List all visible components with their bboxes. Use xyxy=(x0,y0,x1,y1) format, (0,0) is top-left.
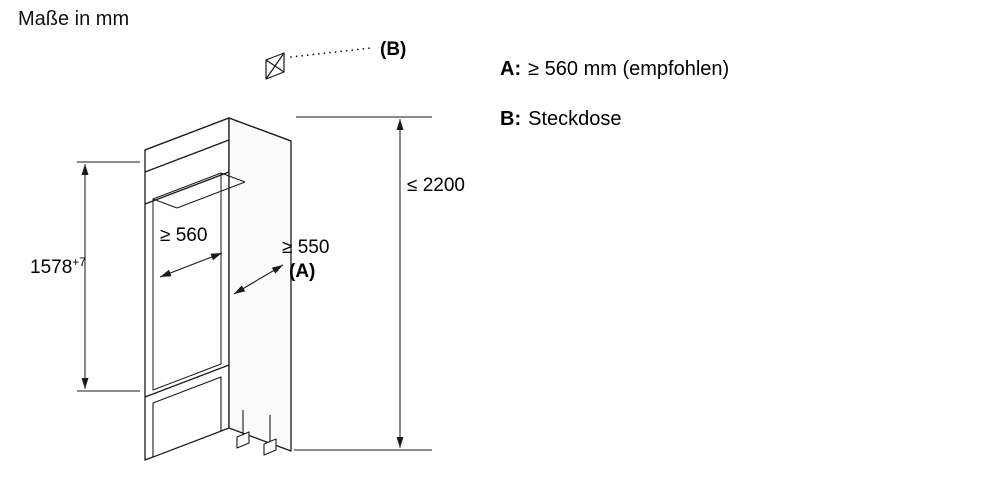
max-height-dimension xyxy=(294,116,432,451)
niche-floor-line xyxy=(144,364,230,398)
depth-label-a: (A) xyxy=(289,261,316,282)
foot-base-left xyxy=(236,431,250,449)
foot-base-right xyxy=(263,438,277,456)
legend-value-a: ≥ 560 mm (empfohlen) xyxy=(528,58,730,80)
plinth-panel xyxy=(152,376,222,458)
niche-height-number: 1578 xyxy=(30,257,73,278)
niche-back-top-edge xyxy=(176,181,246,209)
niche-height-tolerance: +7 xyxy=(72,255,86,269)
niche-depth-value: ≥ 550 xyxy=(282,237,330,258)
legend-value-b: Steckdose xyxy=(528,108,622,130)
max-height-value: ≤ 2200 xyxy=(407,175,465,196)
niche-depth-dimension-arrow xyxy=(233,264,284,295)
cabinet-divider-line-bottom xyxy=(144,171,230,205)
niche-height-value: 1578+7 xyxy=(30,255,86,279)
legend-key-a: A: xyxy=(500,58,522,80)
niche-width-dimension-arrow xyxy=(159,252,223,278)
legend-entry-b: B: Steckdose xyxy=(500,108,622,130)
cabinet-drawing xyxy=(144,117,292,461)
niche-opening xyxy=(152,172,222,391)
legend-entry-a: A: ≥ 560 mm (empfohlen) xyxy=(500,58,729,80)
page-title: Maße in mm xyxy=(18,8,130,30)
niche-height-dimension xyxy=(77,161,140,392)
socket-outlet-icon xyxy=(265,52,285,80)
legend-key-b: B: xyxy=(500,108,522,130)
niche-depth-edge-left xyxy=(152,198,178,209)
socket-leader-dotted-line xyxy=(290,47,372,58)
socket-label-b: (B) xyxy=(380,39,407,60)
cabinet-divider-line-top xyxy=(144,139,230,173)
niche-width-value: ≥ 560 xyxy=(160,225,208,246)
niche-depth-edge-right xyxy=(220,172,246,183)
cabinet-side-face xyxy=(228,117,292,452)
adjustable-feet xyxy=(236,410,277,456)
